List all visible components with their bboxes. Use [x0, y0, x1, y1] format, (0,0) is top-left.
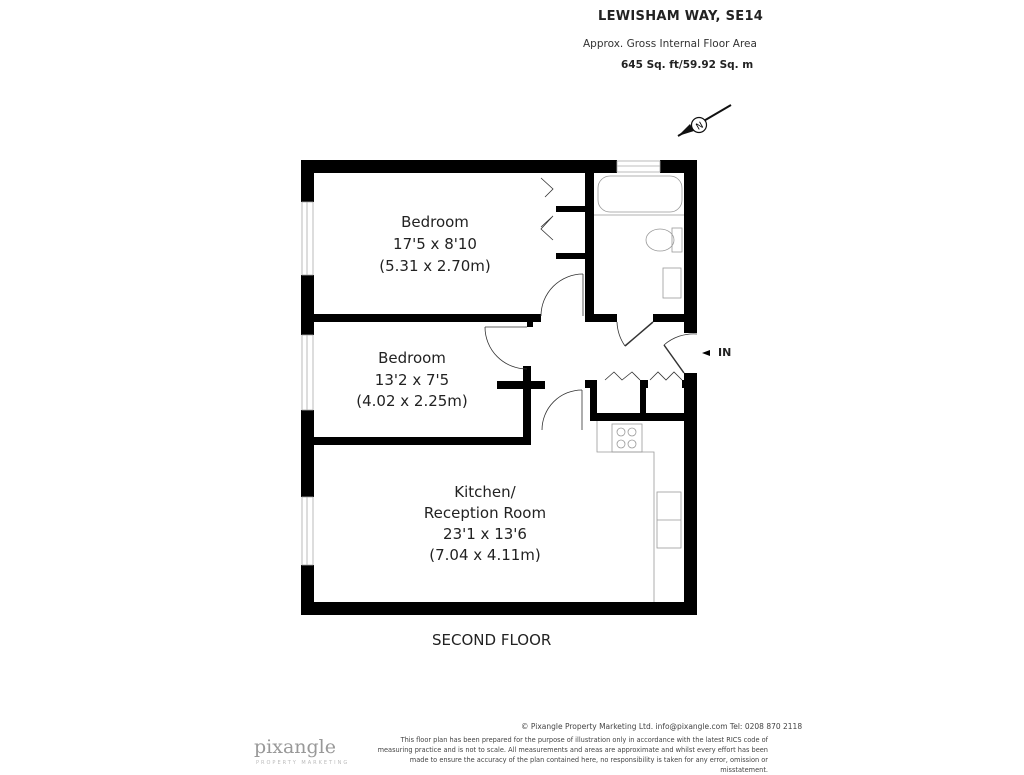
bathtub-icon	[597, 175, 683, 213]
entrance-label: IN	[718, 346, 732, 359]
room-dims-metric: (7.04 x 4.11m)	[429, 546, 541, 564]
room-name: Bedroom	[378, 349, 446, 367]
room-labels: Bedroom 17'5 x 8'10 (5.31 x 2.70m) Bedro…	[356, 213, 546, 564]
room-dims-metric: (5.31 x 2.70m)	[379, 257, 491, 275]
disclaimer: This floor plan has been prepared for th…	[377, 736, 768, 774]
area-subtitle: Approx. Gross Internal Floor Area	[583, 38, 757, 50]
floor-label: SECOND FLOOR	[432, 631, 552, 649]
property-title: LEWISHAM WAY, SE14	[598, 9, 764, 24]
basin-icon	[662, 267, 682, 299]
logo: pixangle	[254, 736, 337, 758]
toilet-icon	[645, 228, 675, 252]
doors	[484, 177, 698, 431]
room-dims-imperial: 13'2 x 7'5	[375, 371, 449, 389]
room-name-line2: Reception Room	[424, 504, 546, 522]
compass-letter: N	[695, 121, 706, 133]
hob-icon	[611, 423, 643, 453]
windows	[301, 160, 661, 566]
logo-subtitle: PROPERTY MARKETING	[256, 760, 350, 766]
room-name: Bedroom	[401, 213, 469, 231]
room-name: Kitchen/	[454, 483, 516, 501]
room-dims-imperial: 23'1 x 13'6	[443, 525, 527, 543]
entrance-arrow-icon	[702, 350, 710, 356]
north-arrow-icon: N	[677, 104, 732, 137]
fixtures	[594, 175, 684, 602]
room-dims-metric: (4.02 x 2.25m)	[356, 392, 468, 410]
copyright: © Pixangle Property Marketing Ltd. info@…	[521, 722, 803, 731]
walls	[301, 160, 697, 615]
room-dims-imperial: 17'5 x 8'10	[393, 235, 477, 253]
floor-area: 645 Sq. ft/59.92 Sq. m	[621, 59, 754, 71]
